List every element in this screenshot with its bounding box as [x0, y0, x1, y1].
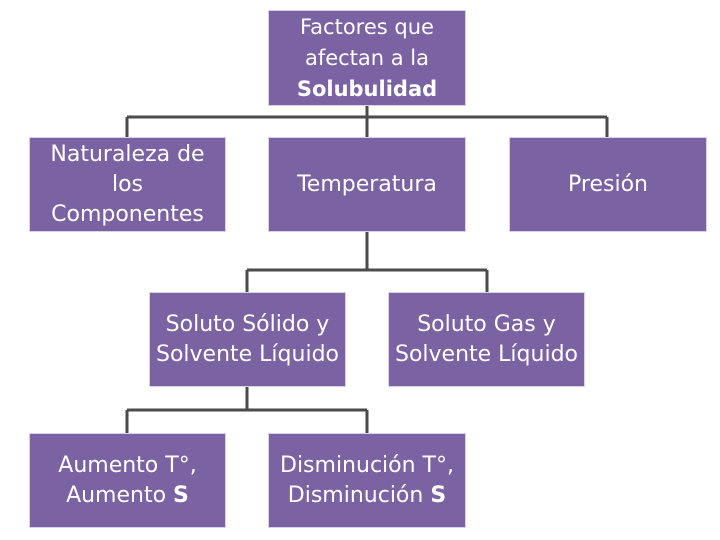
disminucion-line-2-bold: S — [430, 482, 447, 508]
aumento-line-2: Aumento S — [58, 481, 196, 511]
root-line-1: Factores que — [300, 14, 434, 39]
presion-node: Presión — [509, 137, 707, 232]
soluto-gas-line-2: Solvente Líquido — [394, 341, 578, 367]
disminucion-text: Disminución T°, Disminución S — [280, 451, 454, 511]
naturaleza-line-2: los — [111, 171, 144, 197]
soluto-gas-line-1: Soluto Gas y — [417, 311, 556, 337]
disminucion-line-1: Disminución T°, — [280, 452, 454, 478]
disminucion-line-2: Disminución S — [280, 481, 454, 511]
naturaleza-node: Naturaleza de los Componentes — [29, 137, 226, 232]
root-node: Factores que afectan a la Solubulidad — [268, 10, 466, 106]
soluto-solido-node: Soluto Sólido y Solvente Líquido — [149, 292, 346, 387]
aumento-line-2-bold: S — [173, 482, 189, 508]
soluto-gas-text: Soluto Gas y Solvente Líquido — [395, 310, 578, 370]
naturaleza-line-3: Componentes — [51, 201, 204, 227]
aumento-text: Aumento T°, Aumento S — [58, 451, 196, 511]
naturaleza-line-1: Naturaleza de — [50, 141, 205, 167]
root-node-text: Factores que afectan a la Solubulidad — [297, 12, 437, 105]
temperatura-label: Temperatura — [297, 171, 437, 197]
soluto-solido-line-1: Soluto Sólido y — [165, 311, 330, 337]
naturaleza-node-text: Naturaleza de los Componentes — [50, 140, 204, 230]
root-line-2: afectan a la — [304, 45, 430, 70]
soluto-solido-line-2: Solvente Líquido — [155, 341, 339, 367]
temperatura-node: Temperatura — [268, 137, 466, 232]
aumento-line-1: Aumento T°, — [58, 452, 197, 478]
soluto-gas-node: Soluto Gas y Solvente Líquido — [388, 292, 585, 387]
aumento-node: Aumento T°, Aumento S — [29, 433, 226, 528]
disminucion-line-2-prefix: Disminución — [287, 482, 431, 508]
presion-label: Presión — [568, 171, 648, 197]
aumento-line-2-prefix: Aumento — [66, 482, 174, 508]
disminucion-node: Disminución T°, Disminución S — [268, 433, 466, 528]
root-line-3: Solubulidad — [296, 76, 438, 101]
soluto-solido-text: Soluto Sólido y Solvente Líquido — [156, 310, 339, 370]
